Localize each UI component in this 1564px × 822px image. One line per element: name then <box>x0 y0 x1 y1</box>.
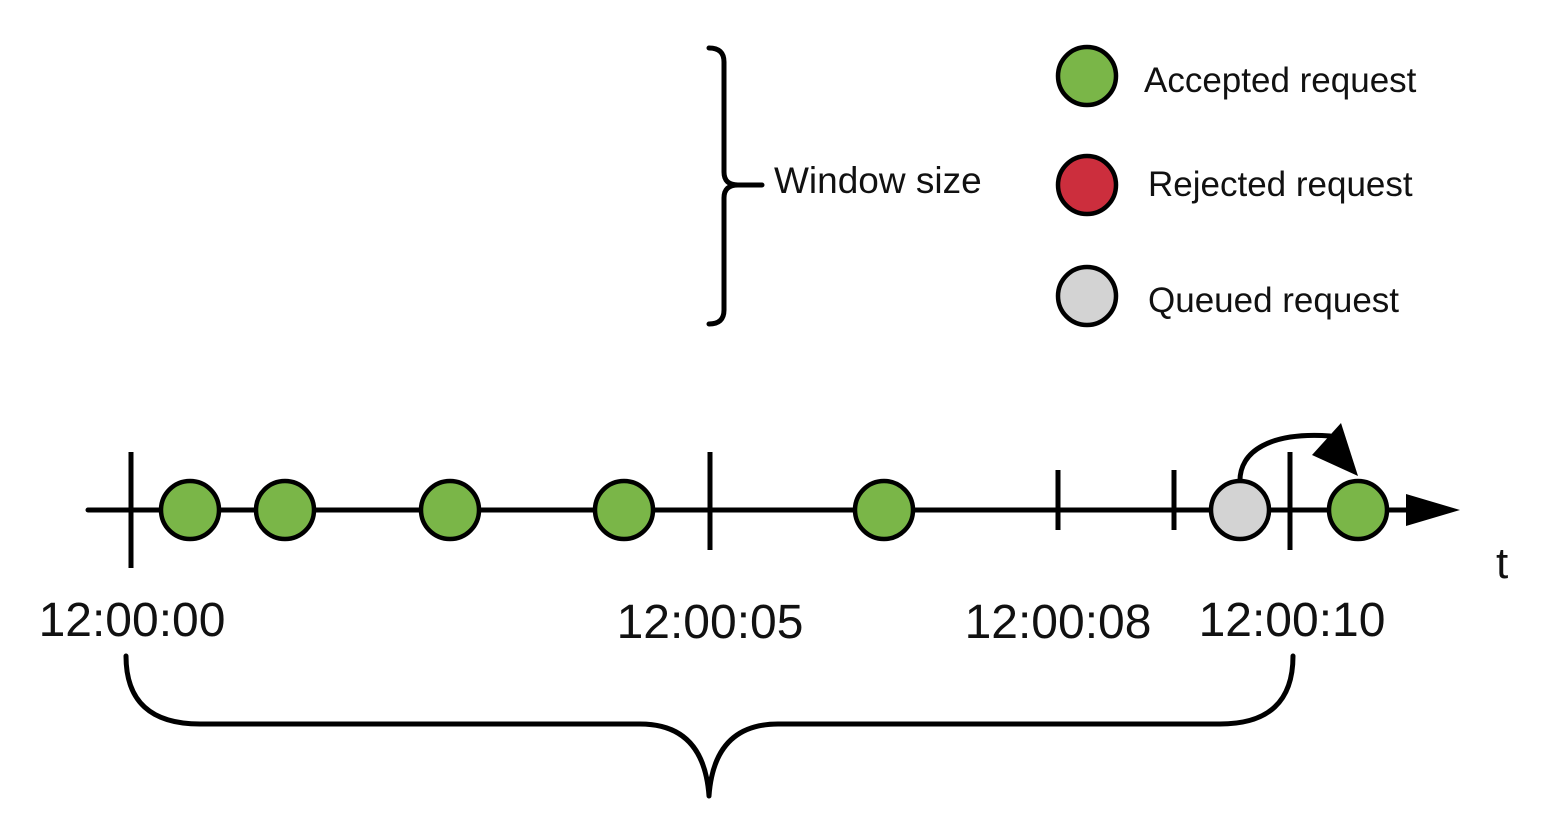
request-accepted <box>158 478 222 542</box>
tick-label: 12:00:08 <box>965 596 1152 649</box>
request-queued <box>1208 478 1272 542</box>
accepted-request-icon <box>1055 44 1119 108</box>
legend-label-accepted: Accepted request <box>1144 61 1417 100</box>
time-axis-label: t <box>1496 539 1508 588</box>
rejected-request-icon <box>1055 153 1119 217</box>
queued-request-icon <box>1055 264 1119 328</box>
legend-item-queued: Queued request <box>1055 264 1399 328</box>
window-size-indicator: Window size <box>706 45 982 327</box>
legend-item-rejected: Rejected request <box>1055 153 1413 217</box>
legend: Accepted request Rejected request Queued… <box>1055 44 1417 328</box>
tick-label: 12:00:00 <box>39 594 226 647</box>
request-accepted <box>418 478 482 542</box>
timeline-arrowhead-icon <box>1406 494 1460 526</box>
tick-label: 12:00:10 <box>1199 594 1386 647</box>
tick-label: 12:00:05 <box>617 596 804 649</box>
window-span-brace <box>123 653 1296 799</box>
request-accepted <box>852 478 916 542</box>
window-size-label: Window size <box>774 160 982 201</box>
legend-item-accepted: Accepted request <box>1055 44 1417 108</box>
legend-label-rejected: Rejected request <box>1148 165 1413 204</box>
timeline: t 12:00:00 12:00:05 12:00:08 12:00:10 <box>39 423 1508 649</box>
request-accepted <box>592 478 656 542</box>
queue-release-arrow <box>1237 432 1333 487</box>
window-size-brace <box>706 45 765 327</box>
request-accepted <box>253 478 317 542</box>
queue-release-arrowhead-icon <box>1312 423 1358 476</box>
request-accepted <box>1326 478 1390 542</box>
legend-label-queued: Queued request <box>1148 281 1399 320</box>
